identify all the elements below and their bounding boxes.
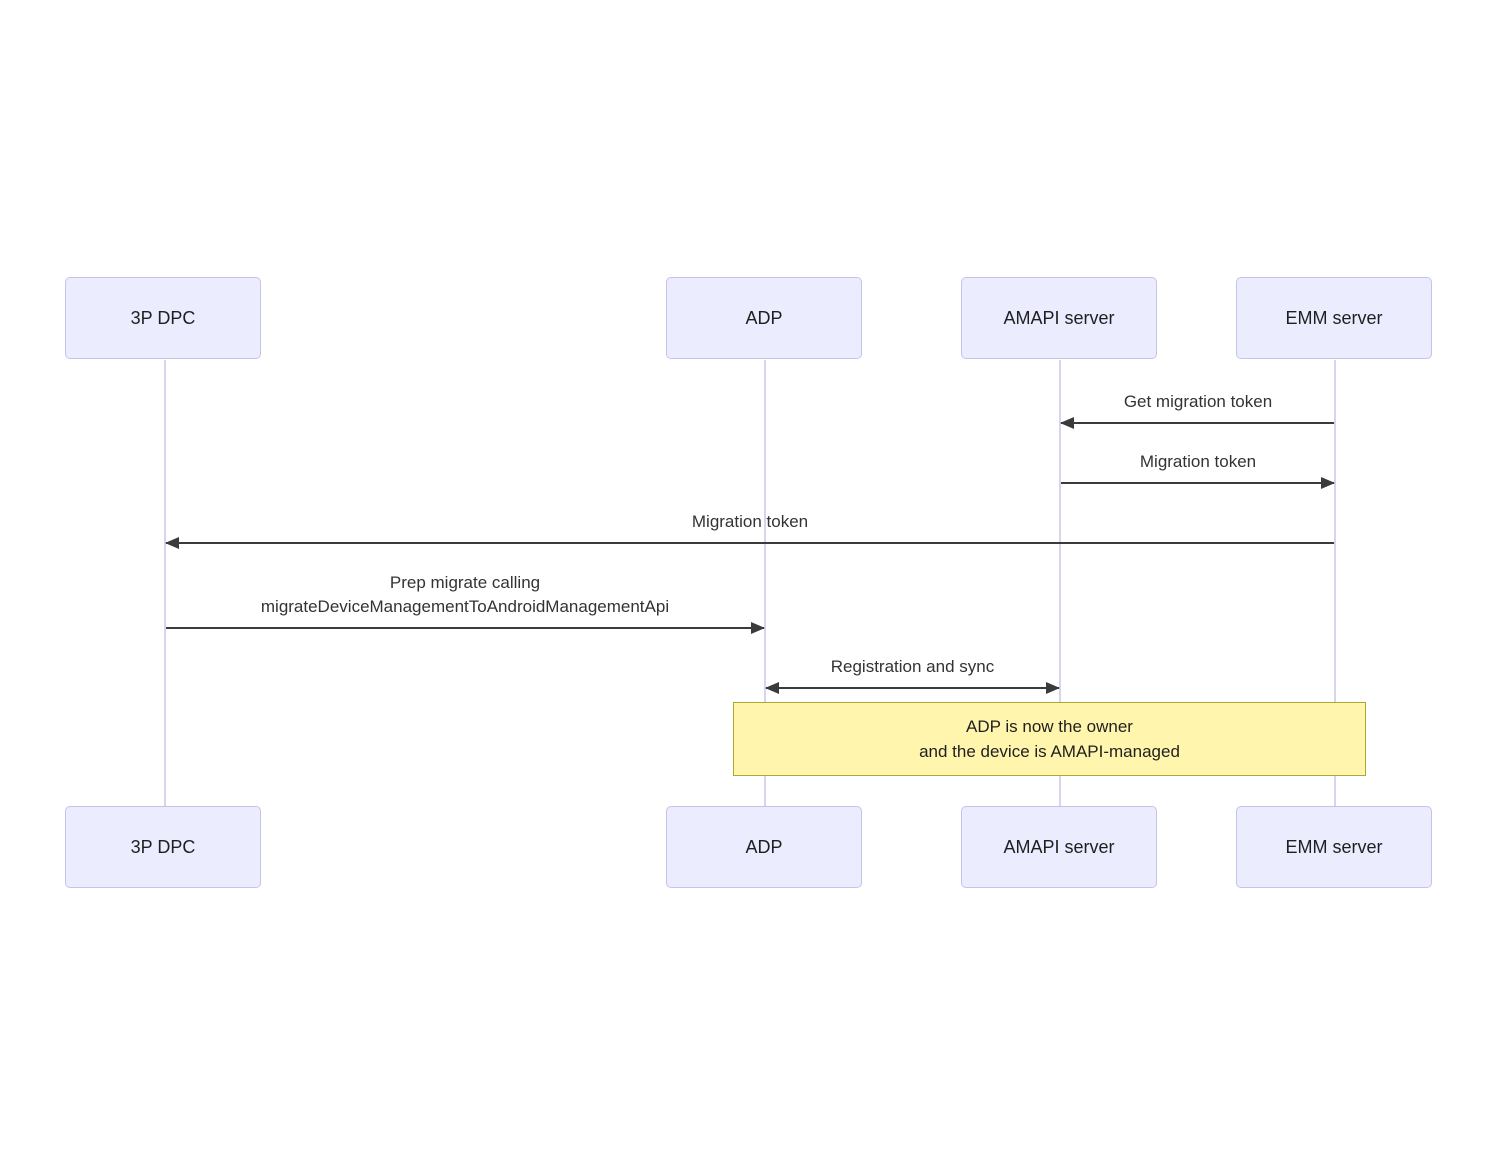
lifeline-emm-server bbox=[1334, 360, 1336, 807]
actor-bottom-emm-server: EMM server bbox=[1236, 806, 1432, 888]
note-adp-owner: ADP is now the owner and the device is A… bbox=[733, 702, 1366, 776]
message-label-prep-migrate-line1: Prep migrate calling bbox=[389, 573, 541, 592]
message-arrow-registration-and-sync bbox=[766, 687, 1059, 689]
note-line1: ADP is now the owner bbox=[966, 717, 1133, 736]
message-label-prep-migrate-line2: migrateDeviceManagementToAndroidManageme… bbox=[260, 597, 670, 616]
lifeline-amapi-server bbox=[1059, 360, 1061, 807]
actor-bottom-amapi-server: AMAPI server bbox=[961, 806, 1157, 888]
message-label-get-migration-token: Get migration token bbox=[1123, 392, 1273, 411]
actor-bottom-3p-dpc: 3P DPC bbox=[65, 806, 261, 888]
lifeline-3p-dpc bbox=[164, 360, 166, 807]
message-arrow-prep-migrate bbox=[166, 627, 764, 629]
note-line2: and the device is AMAPI-managed bbox=[919, 742, 1180, 761]
actor-top-adp: ADP bbox=[666, 277, 862, 359]
actor-top-3p-dpc: 3P DPC bbox=[65, 277, 261, 359]
message-arrow-get-migration-token bbox=[1061, 422, 1334, 424]
message-label-migration-token-to-emm: Migration token bbox=[1139, 452, 1257, 471]
message-label-migration-token-to-dpc: Migration token bbox=[691, 512, 809, 531]
message-label-registration-and-sync: Registration and sync bbox=[830, 657, 995, 676]
message-arrow-migration-token-to-emm bbox=[1061, 482, 1334, 484]
actor-bottom-adp: ADP bbox=[666, 806, 862, 888]
actor-top-amapi-server: AMAPI server bbox=[961, 277, 1157, 359]
actor-top-emm-server: EMM server bbox=[1236, 277, 1432, 359]
message-label-prep-migrate: Prep migrate calling migrateDeviceManage… bbox=[165, 571, 765, 619]
lifeline-adp bbox=[764, 360, 766, 807]
message-arrow-migration-token-to-dpc bbox=[166, 542, 1334, 544]
